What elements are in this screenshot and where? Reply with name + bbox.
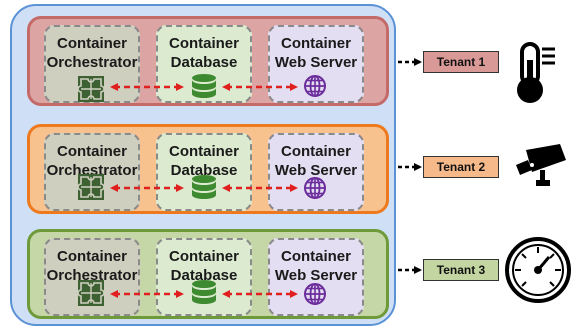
puzzle-icon — [77, 279, 105, 307]
tenant-1-label: Tenant 1 — [423, 51, 499, 73]
box-title: Container — [168, 248, 239, 265]
database-icon — [192, 175, 216, 199]
box-title: Container — [56, 143, 127, 160]
box-title: Container — [168, 35, 239, 52]
box-subtitle: Orchestrator — [46, 162, 138, 179]
database-icon — [192, 74, 216, 98]
gauge-icon — [505, 237, 571, 303]
box-subtitle: Orchestrator — [46, 267, 138, 284]
box-subtitle: Database — [170, 162, 238, 179]
security-camera-icon — [516, 144, 566, 186]
box-title: Container — [280, 35, 351, 52]
box-title: Container — [280, 248, 351, 265]
box-title: Container — [56, 35, 127, 52]
tenant-2-label: Tenant 2 — [423, 156, 499, 178]
box-subtitle: Web Server — [274, 162, 358, 179]
tenant-3-label: Tenant 3 — [423, 259, 499, 281]
globe-icon — [304, 283, 326, 305]
globe-icon — [304, 75, 326, 97]
puzzle-icon — [77, 173, 105, 201]
box-subtitle: Orchestrator — [46, 54, 138, 71]
box-subtitle: Database — [170, 54, 238, 71]
database-icon — [192, 280, 216, 304]
box-subtitle: Web Server — [274, 267, 358, 284]
thermometer-icon — [517, 42, 555, 103]
box-title: Container — [280, 143, 351, 160]
puzzle-icon — [77, 75, 105, 103]
box-title: Container — [56, 248, 127, 265]
box-subtitle: Web Server — [274, 54, 358, 71]
box-subtitle: Database — [170, 267, 238, 284]
box-title: Container — [168, 143, 239, 160]
globe-icon — [304, 177, 326, 199]
